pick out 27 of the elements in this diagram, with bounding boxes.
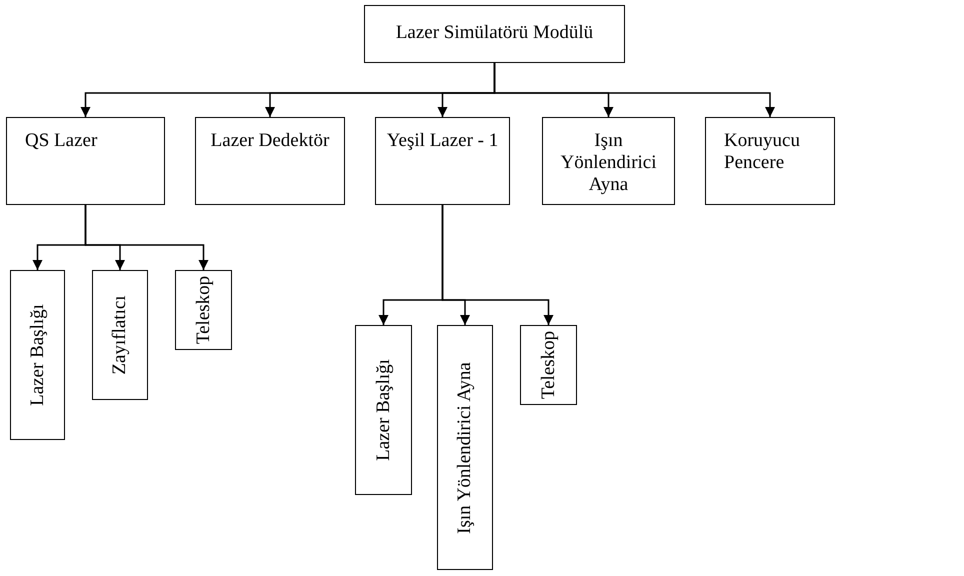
box-label: Lazer Dedektör <box>210 130 330 152</box>
box-label: Lazer Simülatörü Modülü <box>394 22 594 44</box>
box-label: Koruyucu Pencere <box>724 130 801 174</box>
box-label: Zayıflatıcı <box>109 295 131 375</box>
module-box <box>542 117 675 205</box>
module-box <box>6 117 165 205</box>
box-label: Işın Yönlendirici Ayna <box>454 362 476 534</box>
arrow <box>84 205 208 270</box>
vertical-box <box>92 270 148 400</box>
box-label: QS Lazer <box>25 130 98 152</box>
module-box <box>195 117 345 205</box>
vertical-box <box>10 270 65 440</box>
module-box <box>364 5 625 63</box>
vertical-box <box>437 325 493 570</box>
arrow <box>494 63 775 117</box>
vertical-box <box>520 325 577 405</box>
box-label: Yeşil Lazer - 1 <box>386 130 500 152</box>
module-box <box>705 117 835 205</box>
vertical-box <box>355 325 412 495</box>
box-label: Işın Yönlendirici Ayna <box>559 130 658 196</box>
box-label: Lazer Başlığı <box>372 359 394 461</box>
vertical-box <box>175 270 232 350</box>
box-label: Lazer Başlığı <box>26 304 48 406</box>
arrow <box>442 205 554 325</box>
box-label: Teleskop <box>192 276 214 344</box>
box-label: Teleskop <box>538 330 560 400</box>
module-box <box>375 117 510 205</box>
